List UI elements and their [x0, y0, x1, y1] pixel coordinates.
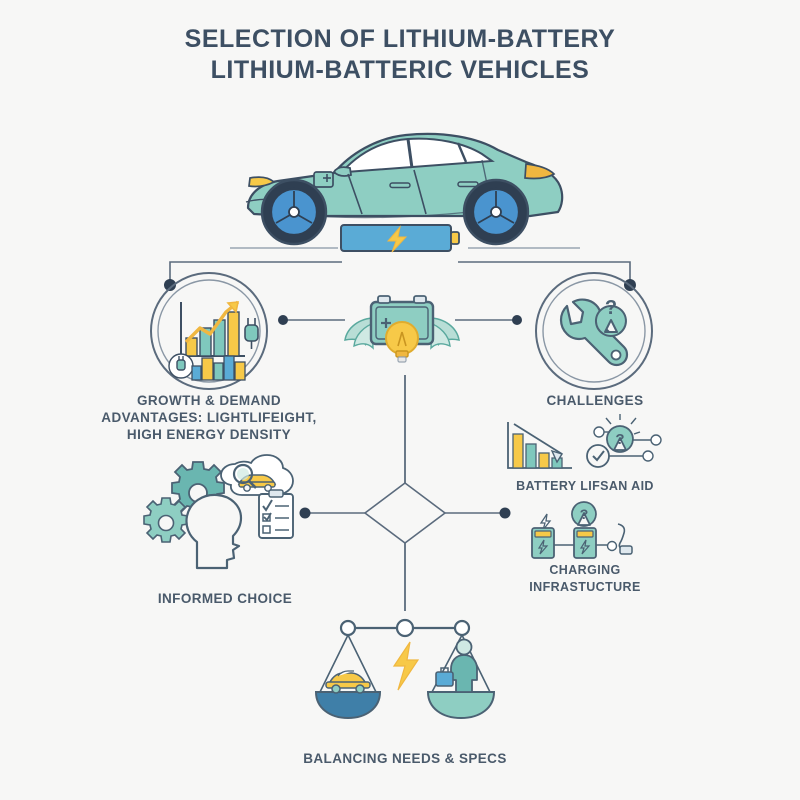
balancing-needs-node[interactable]: [312, 614, 498, 732]
svg-text:?: ?: [580, 506, 589, 522]
battery-bar-with-bolt: [340, 222, 465, 254]
connector-endpoint-dot: [512, 315, 522, 325]
battery-lifespan-caption: BATTERY LIFSAN AID: [516, 479, 654, 493]
balancing-needs-caption: BALANCING NEEDS & SPECS: [303, 751, 507, 766]
center-concept-node[interactable]: [344, 288, 460, 366]
title-line-1: SELECTION OF LITHIUM-BATTERY: [184, 25, 616, 53]
connector-endpoint-dot: [164, 279, 176, 291]
svg-text:?: ?: [615, 431, 624, 448]
svg-text:?: ?: [605, 297, 617, 319]
challenges-node[interactable]: ?: [533, 270, 655, 392]
growth-demand-node[interactable]: [148, 270, 270, 392]
informed-choice-node[interactable]: [135, 452, 305, 572]
charging-infrastructure-caption: CHARGING INFRASTUCTURE: [529, 563, 641, 594]
connector-endpoint-dot: [499, 507, 511, 519]
connector-endpoint-dot: [278, 315, 288, 325]
growth-chart-circle-icon: [150, 272, 268, 390]
title-line-2: LITHIUM-BATTERIC VEHICLES: [210, 56, 590, 84]
top-bracket-connectors: [164, 261, 636, 291]
winged-battery-lightbulb-icon: [344, 295, 460, 363]
connector-endpoint-dot: [299, 507, 311, 519]
battery-lifespan-node[interactable]: ?: [500, 414, 665, 478]
charging-station-network-icon: ?: [531, 501, 633, 559]
center-diamond-hub: [299, 375, 511, 611]
wrench-question-circle-icon: ?: [535, 272, 653, 390]
center-horizontal-connectors: [278, 315, 522, 325]
electric-sedan-illustration: [230, 132, 580, 249]
balance-scale-car-person-icon: [314, 618, 496, 720]
head-gears-checklist-icon: [143, 454, 294, 570]
page-title: SELECTION OF LITHIUM-BATTERY LITHIUM-BAT…: [0, 24, 800, 86]
informed-choice-caption: INFORMED CHOICE: [157, 591, 293, 606]
charging-infrastructure-node[interactable]: ?: [522, 500, 642, 562]
hero-vehicle-group: [230, 110, 580, 260]
growth-demand-caption: GROWTH & DEMAND ADVANTAGES: LIGHTLIFEIGH…: [101, 393, 317, 442]
declining-bar-chart-icon: ?: [507, 414, 662, 469]
challenges-caption: CHALLENGES: [546, 393, 644, 408]
